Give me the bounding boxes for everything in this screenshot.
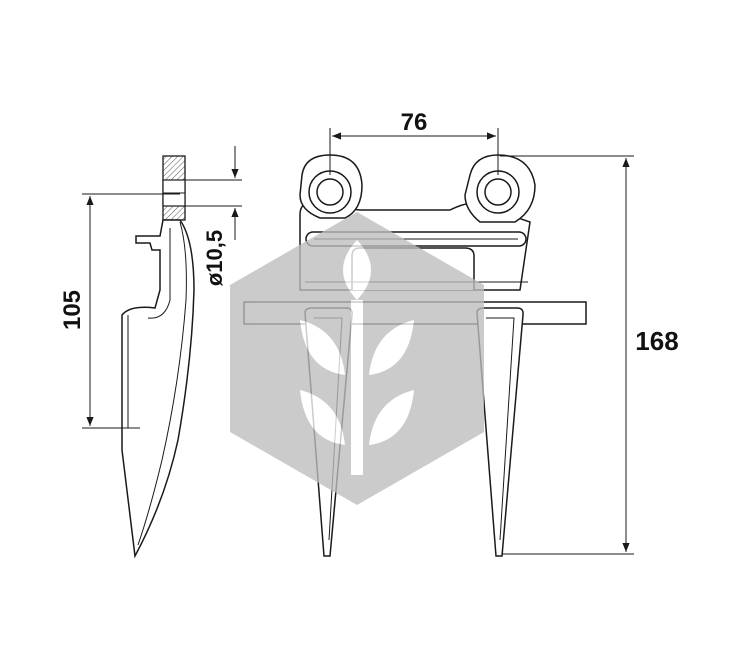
side-height-label: 105	[59, 290, 86, 330]
width-label: 76	[401, 109, 428, 136]
height-label: 168	[635, 326, 678, 356]
side-view	[121, 155, 195, 559]
side-height-dimension: 105	[59, 193, 180, 429]
width-dimension: 76	[329, 109, 499, 175]
height-dimension: 168	[500, 155, 679, 555]
hole-dimension: ø10,5	[185, 146, 242, 286]
hole-label: ø10,5	[202, 230, 227, 286]
wheat-logo-icon	[230, 212, 484, 505]
